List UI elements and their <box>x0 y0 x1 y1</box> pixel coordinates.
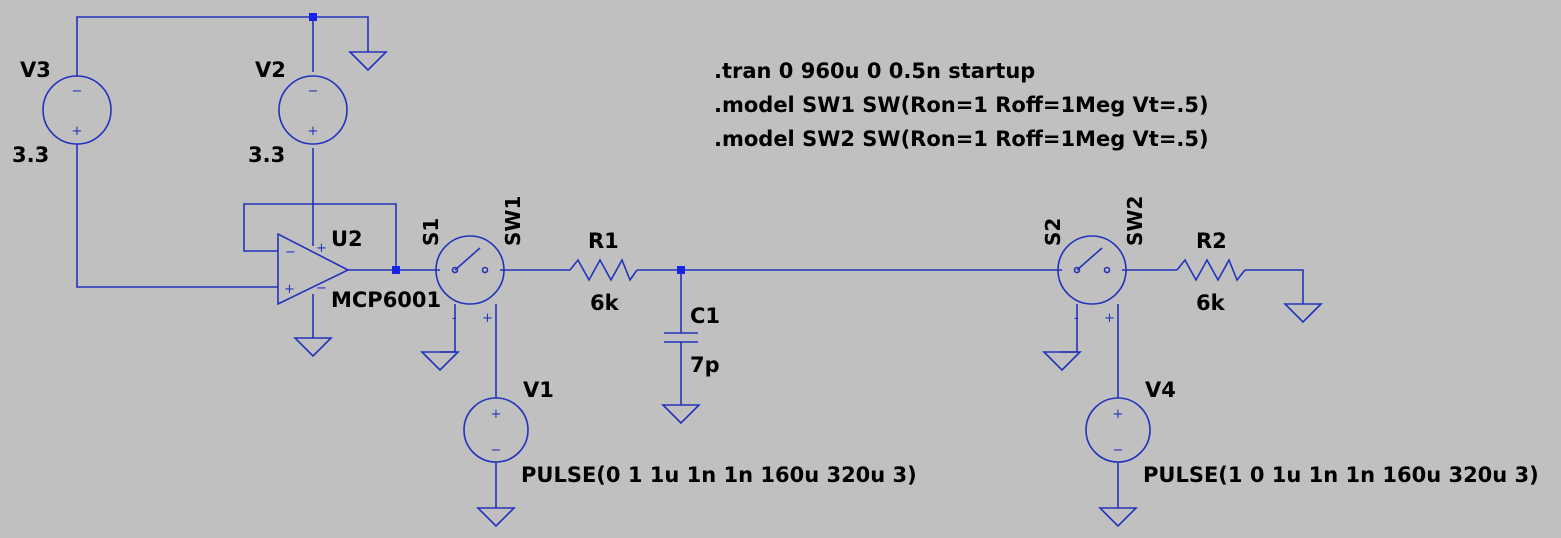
r2-ref-label: R2 <box>1196 229 1227 253</box>
s1-ref-label: S1 <box>419 218 443 246</box>
v4-value-label: PULSE(1 0 1u 1n 1n 160u 320u 3) <box>1143 463 1539 487</box>
junction-top <box>309 13 317 21</box>
s2-ref-label: S2 <box>1041 218 1065 246</box>
voltage-source-v3[interactable]: − + <box>42 70 112 148</box>
v1-ref-label: V1 <box>523 378 554 402</box>
c1-ref-label: C1 <box>690 304 720 328</box>
capacitor-c1[interactable] <box>664 332 698 343</box>
voltage-source-v4[interactable]: + − <box>1085 397 1151 463</box>
switch-contact-icon <box>1103 266 1111 274</box>
switch-circle-icon <box>435 235 505 305</box>
pin-plus: + <box>1113 407 1124 422</box>
switch-contact-icon <box>481 266 489 274</box>
switch-contact-icon <box>1073 266 1081 274</box>
resistor-r1[interactable] <box>569 258 638 282</box>
switch-pin-plus: + <box>1104 311 1115 326</box>
grounds <box>293 51 1323 528</box>
resistor-r2[interactable] <box>1176 258 1246 282</box>
switch-blade-icon <box>454 247 481 271</box>
source-circle-icon <box>463 397 529 463</box>
resistor-zigzag-icon <box>569 258 638 282</box>
directive-tran[interactable]: .tran 0 960u 0 0.5n startup <box>714 59 1035 83</box>
wire-feedback[interactable] <box>243 203 397 270</box>
u2-ref-label: U2 <box>331 227 363 251</box>
v1-value-label: PULSE(0 1 1u 1n 1n 160u 320u 3) <box>521 463 917 487</box>
source-circle-icon <box>1085 397 1151 463</box>
wire-r2-gnd[interactable] <box>1245 269 1304 304</box>
ground-icon <box>1098 507 1138 528</box>
switch-pin-plus: + <box>482 311 493 326</box>
pin-minus: − <box>491 443 502 458</box>
s2-model-label: SW2 <box>1123 196 1147 246</box>
s1-model-label: SW1 <box>501 196 525 246</box>
r1-ref-label: R1 <box>588 229 619 253</box>
switch-s1[interactable]: - + <box>435 235 505 326</box>
pin-supply-minus: − <box>316 281 327 296</box>
pin-minus: − <box>1113 443 1124 458</box>
r2-value-label: 6k <box>1196 291 1226 315</box>
pin-minus: − <box>72 84 83 99</box>
pin-plus: + <box>72 124 83 139</box>
spice-directives[interactable]: .tran 0 960u 0 0.5n startup .model SW1 S… <box>714 59 1209 151</box>
wire-v3-to-noninv[interactable] <box>76 148 278 288</box>
pin-minus: − <box>285 245 296 260</box>
wire-top-rail[interactable] <box>76 16 369 70</box>
v2-ref-label: V2 <box>255 58 286 82</box>
v4-ref-label: V4 <box>1145 378 1176 402</box>
ground-icon <box>1042 351 1082 372</box>
switch-s2[interactable]: - + <box>1057 235 1127 326</box>
switch-circle-icon <box>1057 235 1127 305</box>
pin-plus: + <box>284 282 295 297</box>
c1-value-label: 7p <box>690 353 720 377</box>
ground-icon <box>476 507 516 528</box>
pin-plus: + <box>491 407 502 422</box>
switch-pin-minus: - <box>452 311 457 326</box>
junction-c1 <box>677 266 685 274</box>
voltage-source-v2[interactable]: − + <box>278 75 348 145</box>
directive-model-sw1[interactable]: .model SW1 SW(Ron=1 Roff=1Meg Vt=.5) <box>714 93 1209 117</box>
wires <box>76 16 1304 508</box>
v2-value-label: 3.3 <box>248 143 285 167</box>
resistor-zigzag-icon <box>1176 258 1246 282</box>
junction-opamp-out <box>392 266 400 274</box>
ground-icon <box>420 351 460 372</box>
switch-contact-icon <box>451 266 459 274</box>
opamp-triangle-icon <box>277 232 350 306</box>
switch-blade-icon <box>1076 247 1103 271</box>
directive-model-sw2[interactable]: .model SW2 SW(Ron=1 Roff=1Meg Vt=.5) <box>714 127 1209 151</box>
pin-supply-plus: + <box>316 241 327 256</box>
ground-icon <box>1283 303 1323 324</box>
source-circle-icon <box>278 75 348 145</box>
junctions <box>309 13 685 274</box>
pin-plus: + <box>308 124 319 139</box>
pin-minus: − <box>308 84 319 99</box>
ground-icon <box>293 337 333 358</box>
r1-value-label: 6k <box>590 291 620 315</box>
ground-icon <box>348 51 388 72</box>
v3-value-label: 3.3 <box>12 143 49 167</box>
opamp-u2[interactable]: − + + − <box>277 232 350 306</box>
u2-value-label: MCP6001 <box>331 288 441 312</box>
v3-ref-label: V3 <box>20 58 51 82</box>
switch-pin-minus: - <box>1074 311 1079 326</box>
voltage-source-v1[interactable]: + − <box>463 397 529 463</box>
ground-icon <box>661 404 701 425</box>
